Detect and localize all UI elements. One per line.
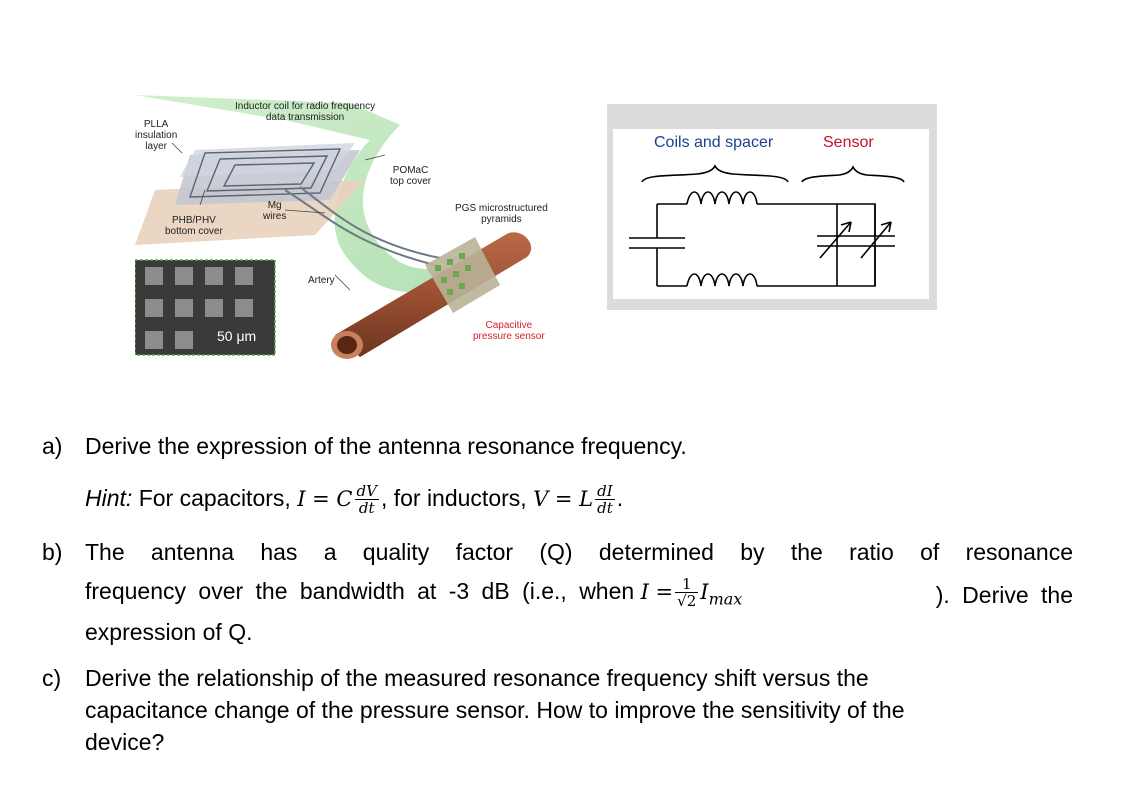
lc-circuit-graphic [629, 164, 905, 287]
label-pomac: POMaC top cover [390, 165, 432, 187]
hint-inductor-text: for inductors, [393, 485, 527, 511]
label-capacitive-sensor: Capacitive pressure sensor [473, 320, 545, 342]
device-illustration-graphic [134, 95, 532, 359]
question-c-line2: capacitance change of the pressure senso… [85, 697, 905, 723]
eq-capacitor-lhs: I = C [297, 487, 353, 511]
eq-current-lhs: I = [640, 580, 674, 604]
question-b-marker: b) [42, 539, 63, 565]
sensor-label: Sensor [823, 134, 874, 151]
question-b-line3: expression of Q. [85, 619, 253, 645]
eq-inductor-lhs: V = L [533, 487, 594, 511]
label-phb-phv: PHB/PHV bottom cover [165, 215, 223, 237]
question-b-line2: frequency over the bandwidth at -3 dB (i… [85, 575, 1073, 611]
hint-capacitor-text: For capacitors, [138, 485, 291, 511]
device-illustration: Inductor coil for radio frequency data t… [134, 95, 575, 360]
label-inductor-coil: Inductor coil for radio frequency data t… [235, 101, 376, 123]
label-mg-wires: Mg wires [263, 200, 287, 222]
question-a-text: Derive the expression of the antenna res… [85, 433, 687, 459]
question-c-line1: Derive the relationship of the measured … [85, 665, 869, 691]
label-pgs: PGS microstructured pyramids [455, 203, 548, 225]
hint-label: Hint: [85, 485, 133, 511]
question-a-marker: a) [42, 433, 63, 459]
sem-scale-bar-label: 50 μm [217, 328, 257, 344]
coils-and-spacer-label: Coils and spacer [654, 134, 774, 151]
label-plla: PLLA insulation layer [135, 119, 178, 152]
circuit-diagram: Coils and spacer Sensor [607, 104, 937, 310]
question-c-line3: device? [85, 729, 165, 755]
label-artery: Artery [308, 275, 335, 286]
eq-sqrt2-fraction: 1√2 [675, 575, 699, 611]
question-c-marker: c) [42, 665, 62, 691]
question-b-line1: The antenna has a quality factor (Q) det… [85, 539, 1073, 565]
